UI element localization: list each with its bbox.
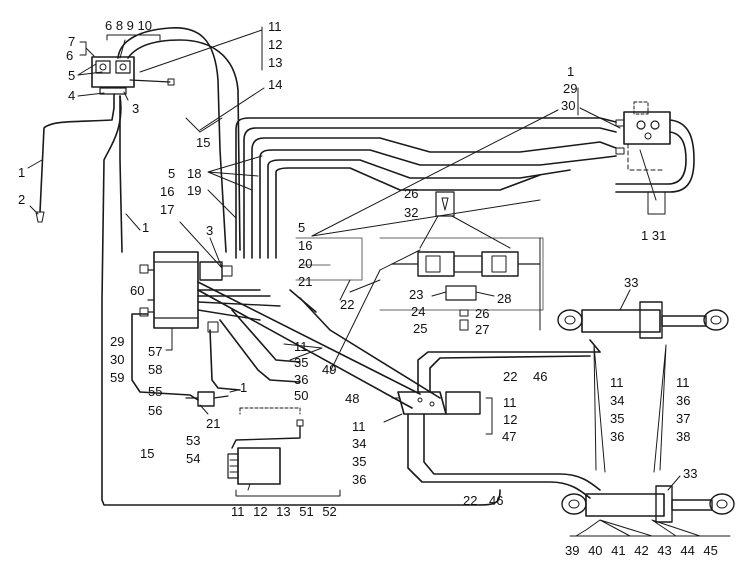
- cylinder-33-lower: [561, 475, 735, 523]
- callout-11-12-13-51-52: 11 12 13 51 52: [231, 504, 337, 519]
- tank-53-54: [227, 407, 341, 497]
- callout-30-left: 30: [110, 352, 125, 367]
- main-pressure-hoses: [235, 117, 695, 259]
- callout-2: 2: [18, 192, 26, 207]
- callout-1-mid: 1: [142, 220, 150, 235]
- callout-34-low: 34: [352, 436, 367, 451]
- cylinder-leaders: [569, 344, 731, 537]
- callout-32: 32: [404, 205, 419, 220]
- top-hoses-14-15: [117, 27, 265, 253]
- callout-15-top: 15: [196, 135, 211, 150]
- callout-23: 23: [409, 287, 424, 302]
- top-left-valve-assembly: [77, 26, 263, 101]
- top-right-valve-assembly: [577, 87, 671, 215]
- callout-1-left: 1: [18, 165, 26, 180]
- callout-36-low: 36: [352, 472, 367, 487]
- callout-22-upper: 22: [503, 369, 518, 384]
- callout-30-right: 30: [561, 98, 576, 113]
- callout-55: 55: [148, 384, 163, 399]
- label-18-leaders: [179, 155, 263, 269]
- callout-22-lower: 22: [463, 493, 478, 508]
- callout-12-top: 12: [268, 37, 283, 52]
- callout-27: 27: [475, 322, 490, 337]
- callout-58: 58: [148, 362, 163, 377]
- callout-29-right: 29: [563, 81, 578, 96]
- callout-36-cyl-right: 36: [676, 393, 691, 408]
- callout-1-31: 1 31: [641, 228, 667, 243]
- callout-1-filter: 1: [240, 380, 248, 395]
- callout-46-upper: 46: [533, 369, 548, 384]
- callout-7: 7: [68, 34, 76, 49]
- callout-26-top: 26: [404, 186, 419, 201]
- callout-33-upper: 33: [624, 275, 639, 290]
- callout-24: 24: [411, 304, 426, 319]
- callout-25: 25: [413, 321, 428, 336]
- callout-56: 56: [148, 403, 163, 418]
- callout-3-top: 3: [132, 101, 140, 116]
- cylinder-33-upper: [557, 289, 729, 339]
- callout-59: 59: [110, 370, 125, 385]
- callout-11-centre: 11: [294, 339, 308, 354]
- callout-21-filter: 21: [206, 416, 221, 431]
- callout-38: 38: [676, 429, 691, 444]
- callout-1-right: 1: [567, 64, 575, 79]
- callout-11-top: 11: [268, 19, 282, 34]
- callout-16-left: 16: [160, 184, 175, 199]
- callout-60: 60: [130, 283, 145, 298]
- callout-35-cyl-left: 35: [610, 411, 625, 426]
- callout-21-centre: 21: [298, 274, 313, 289]
- callout-5-centre: 5: [298, 220, 306, 235]
- callout-48: 48: [345, 391, 360, 406]
- callout-18: 18: [187, 166, 202, 181]
- callout-17: 17: [160, 202, 175, 217]
- callout-49: 49: [322, 362, 337, 377]
- callout-53: 53: [186, 433, 201, 448]
- callout-33-lower: 33: [683, 466, 698, 481]
- callout-20: 20: [298, 256, 313, 271]
- callout-57: 57: [148, 344, 163, 359]
- callout-16-centre: 16: [298, 238, 313, 253]
- distributor-48: [383, 391, 493, 435]
- hose-1-left: [27, 93, 115, 223]
- callout-37: 37: [676, 411, 691, 426]
- callout-28: 28: [497, 291, 512, 306]
- callout-19: 19: [187, 183, 202, 198]
- callout-6-8-9-10: 6 8 9 10: [105, 18, 152, 33]
- long-return-hose: [101, 95, 501, 506]
- callout-15-low: 15: [140, 446, 155, 461]
- callout-36-centre: 36: [294, 372, 309, 387]
- callout-14: 14: [268, 77, 283, 92]
- suction-hoses: [131, 309, 301, 401]
- callout-29-left: 29: [110, 334, 125, 349]
- callout-35-low: 35: [352, 454, 367, 469]
- callout-6: 6: [66, 48, 74, 63]
- callout-26-low: 26: [475, 306, 490, 321]
- callout-5-mid: 5: [168, 166, 176, 181]
- diagonal-hose-bundle: [197, 281, 441, 409]
- callout-34-cyl-left: 34: [610, 393, 625, 408]
- callout-13-top: 13: [268, 55, 283, 70]
- callout-12-dist: 12: [503, 412, 518, 427]
- callout-11-cyl-right: 11: [676, 375, 690, 390]
- callout-11-low: 11: [352, 419, 366, 434]
- callout-4: 4: [68, 88, 76, 103]
- callout-3-mid: 3: [206, 223, 214, 238]
- callout-5-top: 5: [68, 68, 76, 83]
- callout-11-dist: 11: [503, 395, 517, 410]
- centre-leaders: [283, 109, 559, 373]
- callout-50: 50: [294, 388, 309, 403]
- control-valve-parts: [391, 191, 541, 331]
- callout-35-centre: 35: [294, 355, 309, 370]
- callout-54: 54: [186, 451, 201, 466]
- callout-11-cyl-left: 11: [610, 375, 624, 390]
- callout-47: 47: [502, 429, 517, 444]
- callout-39-45: 39 40 41 42 43 44 45: [565, 543, 718, 558]
- callout-46-lower: 46: [489, 493, 504, 508]
- callout-22-centre: 22: [340, 297, 355, 312]
- filter-21: [185, 389, 239, 415]
- callout-36-cyl-left: 36: [610, 429, 625, 444]
